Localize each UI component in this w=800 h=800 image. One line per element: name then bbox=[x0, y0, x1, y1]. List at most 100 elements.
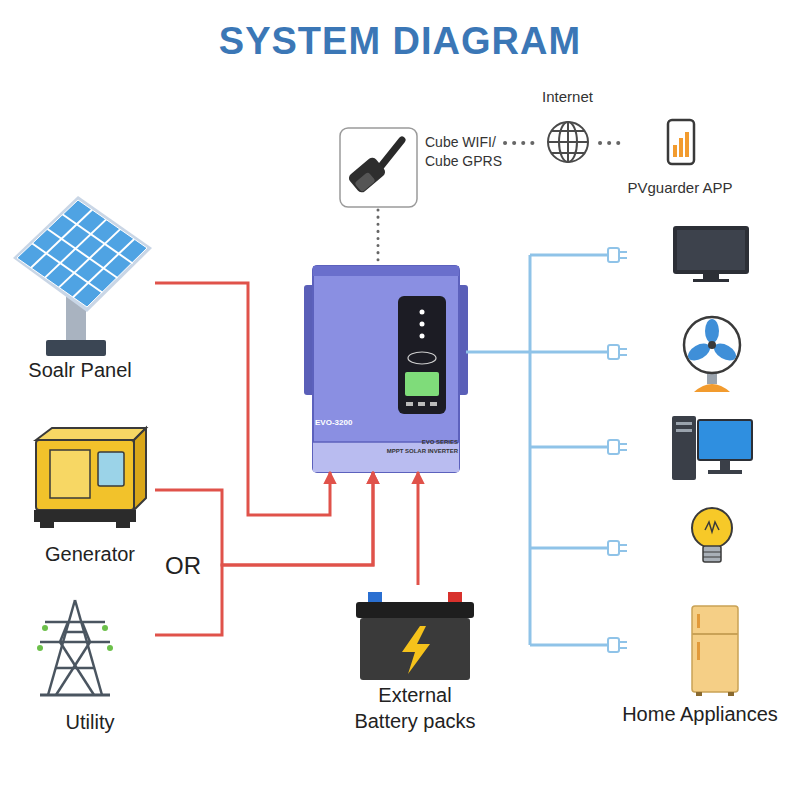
illustration-part bbox=[48, 600, 75, 695]
node-text: Utility bbox=[66, 711, 115, 734]
connector bbox=[155, 472, 373, 635]
illustration-part bbox=[728, 692, 734, 696]
panel-cell-line bbox=[63, 215, 133, 264]
illustration-part bbox=[36, 440, 134, 510]
illustration-part bbox=[37, 625, 113, 651]
connector bbox=[505, 141, 535, 145]
output-bus bbox=[530, 255, 608, 645]
node-text: Soalr Panel bbox=[28, 359, 131, 382]
node-text: EVO-3200 bbox=[315, 418, 466, 428]
panel-cell-line bbox=[45, 220, 106, 278]
plug-icons bbox=[608, 248, 627, 652]
illustration-part bbox=[697, 642, 700, 660]
illustration-part bbox=[608, 440, 627, 454]
illustration-part bbox=[40, 522, 54, 528]
illustration-part bbox=[692, 508, 732, 548]
illustration-part bbox=[82, 622, 90, 642]
illustration-part bbox=[720, 460, 730, 470]
node-text: PVguarder APP bbox=[627, 179, 732, 196]
panel-cell-line bbox=[73, 239, 134, 297]
node-text: Cube WIFI/ Cube GPRS bbox=[425, 133, 505, 171]
illustration-part bbox=[406, 402, 413, 406]
illustration-part bbox=[402, 626, 430, 674]
node-text: Generator bbox=[45, 543, 135, 566]
illustration-part bbox=[40, 641, 110, 644]
internet-globe-icon bbox=[548, 122, 588, 162]
illustration-part bbox=[548, 122, 588, 162]
diagram-title: SYSTEM DIAGRAM bbox=[0, 20, 800, 63]
illustration-part bbox=[347, 156, 387, 195]
illustration-part bbox=[340, 128, 417, 207]
illustration-part bbox=[60, 622, 68, 642]
illustration-part bbox=[676, 422, 692, 425]
panel-cell-line bbox=[48, 229, 118, 278]
illustration-part bbox=[705, 319, 719, 343]
illustration-part bbox=[55, 667, 95, 670]
illustration-part bbox=[677, 230, 745, 270]
panel-cell-line bbox=[59, 229, 120, 287]
illustration-part bbox=[530, 547, 608, 550]
node-text: Home Appliances bbox=[622, 703, 778, 726]
illustration-part bbox=[696, 692, 702, 696]
solar-panel-icon bbox=[13, 196, 152, 356]
illustration-part bbox=[46, 340, 106, 356]
inverter-node: EVO-3200EVO SERIESMPPT SOLAR INVERTER bbox=[306, 262, 466, 472]
illustration-part bbox=[17, 200, 147, 307]
illustration-part bbox=[408, 352, 436, 364]
illustration-part bbox=[668, 120, 694, 164]
illustration-part bbox=[405, 372, 439, 396]
illustration-part bbox=[378, 140, 402, 170]
illustration-part bbox=[551, 130, 585, 132]
illustration-part bbox=[530, 254, 608, 257]
illustration-part bbox=[313, 442, 459, 472]
illustration-part bbox=[703, 552, 721, 553]
panel-cell-line bbox=[32, 244, 102, 293]
illustration-part bbox=[685, 319, 739, 364]
illustration-part bbox=[608, 638, 627, 652]
fridge-icon bbox=[692, 606, 738, 696]
illustration-part bbox=[692, 606, 738, 692]
illustration-part bbox=[75, 600, 102, 695]
illustration-part bbox=[430, 402, 437, 406]
bulb-icon bbox=[692, 508, 732, 562]
inverter-icon bbox=[304, 266, 468, 472]
illustration-part bbox=[703, 274, 719, 279]
illustration-part bbox=[134, 428, 146, 510]
illustration-part bbox=[418, 402, 425, 406]
illustration-part bbox=[420, 334, 425, 339]
illustration-part bbox=[703, 557, 721, 558]
illustration-part bbox=[398, 296, 446, 414]
cube-wifi-node: Cube WIFI/ Cube GPRS bbox=[338, 125, 505, 210]
battery-icon bbox=[356, 592, 474, 680]
illustration-part bbox=[708, 341, 716, 349]
illustration-part bbox=[13, 196, 152, 312]
panel-cell-line bbox=[31, 210, 92, 268]
illustration-part bbox=[98, 452, 124, 486]
illustration-part bbox=[548, 141, 588, 143]
illustration-part bbox=[420, 310, 425, 315]
illustration-part bbox=[697, 614, 700, 628]
node-text: EVO SERIES bbox=[306, 439, 458, 446]
illustration-part bbox=[551, 152, 585, 154]
cube-wifi-icon bbox=[340, 128, 417, 207]
illustration-part bbox=[676, 429, 692, 432]
connector bbox=[377, 210, 380, 262]
illustration-part bbox=[66, 631, 84, 634]
illustration-part bbox=[354, 172, 376, 193]
connector bbox=[466, 351, 608, 354]
generator-icon bbox=[34, 428, 146, 528]
illustration-part bbox=[672, 416, 696, 480]
illustration-part bbox=[705, 522, 719, 532]
battery-node: External Battery packs bbox=[340, 585, 490, 740]
illustration-part bbox=[107, 645, 113, 651]
illustration-part bbox=[313, 266, 459, 276]
illustration-part bbox=[608, 541, 627, 555]
illustration-part bbox=[685, 132, 689, 157]
illustration-part bbox=[42, 625, 48, 631]
illustration-part bbox=[34, 510, 136, 522]
connector bbox=[155, 472, 373, 565]
illustration-part bbox=[698, 420, 752, 460]
illustration-part bbox=[37, 645, 43, 651]
